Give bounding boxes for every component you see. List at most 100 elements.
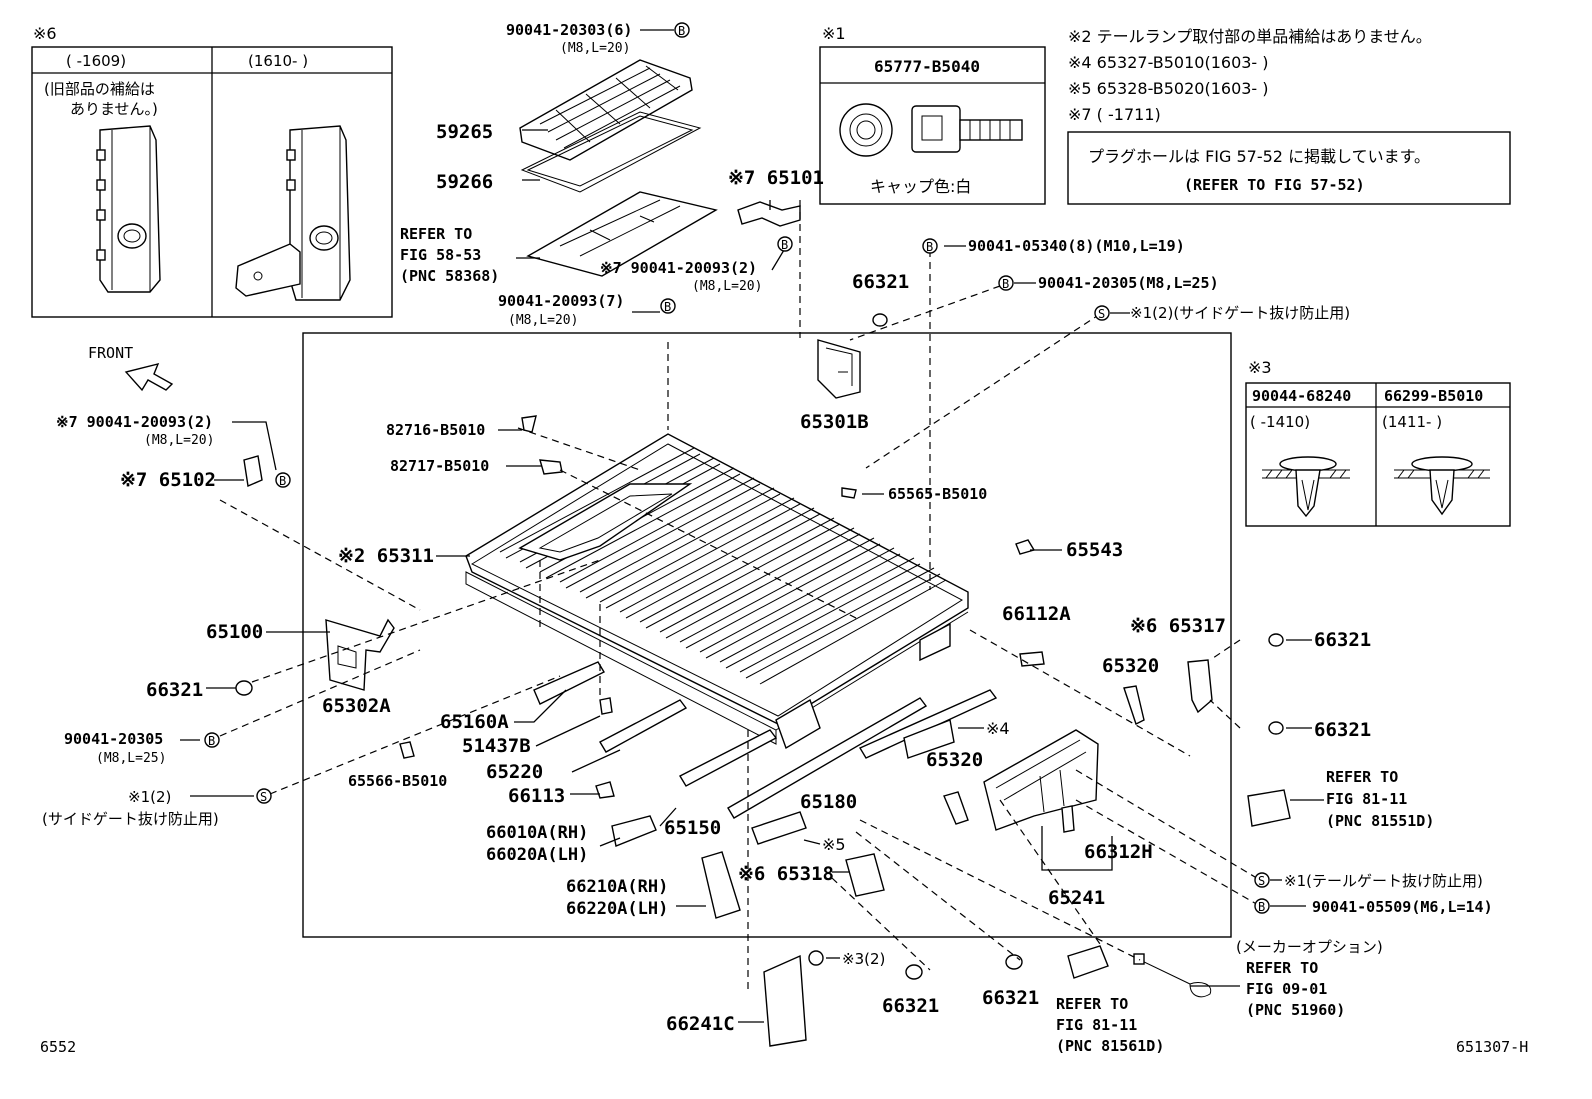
label-65241: 65241	[1048, 887, 1105, 909]
svg-text:B: B	[279, 474, 286, 488]
bracket-65302A-drawing	[325, 618, 395, 691]
label-66321-r2: 66321	[1314, 719, 1371, 741]
label-refer-5853-c: (PNC 58368)	[400, 267, 499, 285]
tail-lamp-bracket-new-drawing	[235, 125, 351, 301]
label-65320-m: 65320	[926, 749, 983, 771]
bolt-b-symbol: B	[674, 22, 690, 38]
label-left-90041-20093: ※7 90041-20093(2)	[56, 413, 213, 431]
svg-text:B: B	[208, 734, 215, 748]
notes-block: ※2 テールランプ取付部の単品補給はありません。 ※4 65327-B5010(…	[1067, 27, 1511, 205]
label-65566: 65566-B5010	[348, 772, 447, 790]
mudflap-bracket-66210A-drawing	[701, 851, 741, 919]
callout-labels: 90041-20303(6) (M8,L=20) 59265 59266 REF…	[42, 21, 1493, 1055]
label-65101: ※7 65101	[728, 167, 824, 189]
label-66321-r1: 66321	[1314, 629, 1371, 651]
label-refer-b-a: REFER TO	[1056, 995, 1128, 1013]
bracket-65101-drawing	[737, 201, 801, 227]
label-refer-8111-a: REFER TO	[1326, 768, 1398, 786]
label-refer-8111-b: FIG 81-11	[1326, 790, 1407, 808]
bracket-65318-drawing	[845, 853, 885, 897]
mudflap-66241C-drawing	[763, 954, 807, 1047]
bracket-65317-drawing	[1187, 659, 1213, 714]
label-side-gate-top: ※1(2)(サイドゲート抜け防止用)	[1130, 304, 1350, 322]
label-refer-5853-b: FIG 58-53	[400, 246, 481, 264]
inset3-right-part: 66299-B5010	[1384, 387, 1483, 405]
tow-hook-drawing	[1139, 959, 1212, 998]
label-90041-20305-top: 90041-20305(M8,L=25)	[1038, 274, 1219, 292]
label-side-gate-l1: ※1(2)	[128, 788, 171, 806]
label-59265: 59265	[436, 121, 493, 143]
lamp-81551D-drawing	[1247, 789, 1291, 827]
plug-hole-refer: (REFER TO FIG 57-52)	[1184, 176, 1365, 194]
label-65150: 65150	[664, 817, 721, 839]
label-82716: 82716-B5010	[386, 421, 485, 439]
bolt-b-symbol: B	[998, 275, 1014, 291]
label-66321-l: 66321	[146, 679, 203, 701]
main-frame	[302, 332, 1232, 938]
label-left-90041-20093-spec: (M8,L=20)	[144, 433, 214, 448]
svg-text:B: B	[678, 24, 685, 38]
label-90041-20303-spec: (M8,L=20)	[560, 41, 630, 56]
clip-old-drawing	[1262, 456, 1350, 518]
inset3-left-part: 90044-68240	[1252, 387, 1351, 405]
label-65102: ※7 65102	[120, 469, 216, 491]
footer-right-code: 651307-H	[1456, 1038, 1528, 1056]
crossmember-65241-drawing	[983, 729, 1099, 831]
label-51437B: 51437B	[462, 735, 531, 757]
bolt-with-cap-drawing	[911, 105, 1023, 153]
inset3-mark: ※3	[1248, 358, 1272, 377]
bolt-b-symbol: B	[275, 472, 291, 488]
top-parts	[519, 59, 888, 399]
svg-text:S: S	[1258, 874, 1265, 888]
bracket-82716-drawing	[521, 415, 537, 433]
label-maker-option: (メーカーオプション)	[1236, 938, 1383, 956]
label-66321-b2: 66321	[982, 987, 1039, 1009]
label-refer-0901-a: REFER TO	[1246, 959, 1318, 977]
label-65302A: 65302A	[322, 695, 391, 717]
label-65160A: 65160A	[440, 711, 509, 733]
inset-1: ※1 65777-B5040 キャップ色:白	[819, 24, 1046, 205]
label-mark4: ※4	[986, 719, 1010, 738]
label-refer-0901-b: FIG 09-01	[1246, 980, 1327, 998]
label-65318: ※6 65318	[738, 863, 834, 885]
bracket-65320-right-drawing	[1123, 685, 1145, 725]
label-65317: ※6 65317	[1130, 615, 1226, 637]
svg-text:S: S	[1098, 307, 1105, 321]
note-7: ※7 ( -1711)	[1068, 105, 1161, 124]
clip-65543-drawing	[1015, 539, 1036, 555]
inset1-part-number: 65777-B5040	[874, 57, 980, 76]
label-65543: 65543	[1066, 539, 1123, 561]
label-66010A: 66010A(RH)	[486, 823, 588, 843]
lamp-81561D-drawing	[1067, 945, 1109, 979]
label-tail-gate: ※1(テールゲート抜け防止用)	[1284, 872, 1483, 890]
plate-66112A-drawing	[1019, 651, 1045, 667]
inset6-col2-head: (1610- )	[248, 52, 308, 70]
label-66321-top: 66321	[852, 271, 909, 293]
label-82717: 82717-B5010	[390, 457, 489, 475]
cap-drawing	[839, 103, 893, 157]
label-65311: ※2 65311	[338, 545, 434, 567]
bracket-65102-drawing	[243, 455, 263, 487]
label-66220A: 66220A(LH)	[566, 899, 668, 919]
label-90041-20093-2: ※7 90041-20093(2)	[600, 259, 757, 277]
inset6-note-1: (旧部品の補給は	[44, 80, 155, 98]
label-65320-r: 65320	[1102, 655, 1159, 677]
label-90041-20093-2-spec: (M8,L=20)	[692, 279, 762, 294]
deck-assembly-drawing	[465, 433, 969, 750]
screw-s-symbol: S	[1094, 305, 1110, 321]
bolt-b-symbol: B	[777, 236, 793, 252]
inset3-right-range: (1411- )	[1382, 413, 1442, 431]
small-parts	[235, 415, 1291, 1047]
label-refer-0901-c: (PNC 51960)	[1246, 1001, 1345, 1019]
screw-s-symbol: S	[256, 788, 272, 804]
label-refer-8111-c: (PNC 81551D)	[1326, 812, 1434, 830]
plate-5853-drawing	[526, 191, 718, 277]
label-refer-b-c: (PNC 81561D)	[1056, 1037, 1164, 1055]
label-mark3-2: ※3(2)	[842, 950, 885, 968]
bracket-65301B-drawing	[817, 339, 861, 399]
screw-s-symbol: S	[1254, 872, 1270, 888]
bolt-b-symbol: B	[922, 238, 938, 254]
inset6-mark: ※6	[33, 24, 57, 43]
label-90041-20305-l-spec: (M8,L=25)	[96, 751, 166, 766]
